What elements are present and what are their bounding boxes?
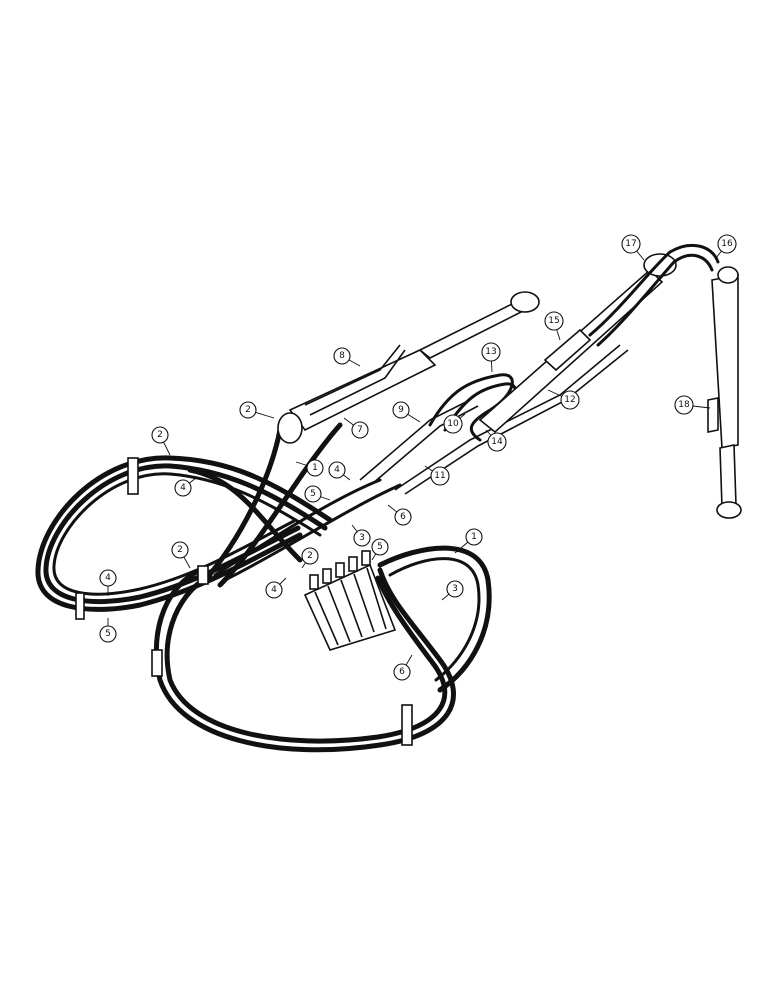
callout-label: 12 <box>564 395 575 405</box>
callout-3-center: 3 <box>353 529 371 547</box>
clamp-bottom <box>401 704 413 746</box>
callout-label: 13 <box>485 347 496 357</box>
callout-label: 2 <box>245 405 251 415</box>
callout-label: 4 <box>334 465 340 475</box>
callout-4-upper-left: 4 <box>174 479 192 497</box>
callout-label: 15 <box>548 316 559 326</box>
callout-label: 1 <box>312 463 318 473</box>
callout-2-upper-left: 2 <box>151 426 169 444</box>
callout-15: 15 <box>544 311 564 331</box>
callout-9: 9 <box>392 401 410 419</box>
callout-label: 10 <box>447 419 459 429</box>
callout-5-left: 5 <box>99 625 117 643</box>
callout-6-bottom: 6 <box>393 663 411 681</box>
callout-5-valve: 5 <box>371 538 389 556</box>
right-cylinder <box>707 266 742 519</box>
callout-label: 5 <box>105 629 111 639</box>
clamp-upper-left <box>127 457 139 495</box>
callout-11: 11 <box>430 466 450 486</box>
boom-tubes <box>359 344 629 495</box>
boom-arm <box>478 243 720 434</box>
callout-label: 11 <box>434 471 445 481</box>
callout-16: 16 <box>717 234 737 254</box>
clamp-bottom-left <box>151 649 163 677</box>
callout-5-boom: 5 <box>304 485 322 503</box>
callout-label: 4 <box>180 483 186 493</box>
callout-7: 7 <box>351 421 369 439</box>
callout-label: 4 <box>271 585 277 595</box>
callout-label: 18 <box>678 400 690 410</box>
callout-2-boom: 2 <box>239 401 257 419</box>
callout-17: 17 <box>621 234 641 254</box>
callout-label: 17 <box>625 239 636 249</box>
callout-label: 14 <box>491 437 503 447</box>
callout-10: 10 <box>443 414 463 434</box>
callout-4-boom: 4 <box>328 461 346 479</box>
callout-label: 1 <box>471 532 477 542</box>
callout-18: 18 <box>674 395 694 415</box>
clamp-left <box>75 592 85 620</box>
callout-label: 2 <box>177 545 183 555</box>
callout-1-right: 1 <box>465 528 483 546</box>
callout-label: 6 <box>399 667 405 677</box>
callout-8: 8 <box>333 347 351 365</box>
callout-label: 4 <box>105 573 111 583</box>
callout-label: 3 <box>452 584 458 594</box>
callout-1-upper: 1 <box>306 459 324 477</box>
callout-label: 8 <box>339 351 345 361</box>
callout-14: 14 <box>487 432 507 452</box>
callout-label: 7 <box>357 425 363 435</box>
hose-clamps <box>75 457 413 746</box>
clamp-center <box>197 565 209 585</box>
callout-13: 13 <box>481 342 501 362</box>
callout-4-valve: 4 <box>265 581 283 599</box>
callout-label: 5 <box>310 489 316 499</box>
callout-label: 5 <box>377 542 383 552</box>
callout-label: 6 <box>400 512 406 522</box>
callout-label: 2 <box>307 551 313 561</box>
callout-label: 9 <box>398 405 404 415</box>
control-valve <box>303 550 397 651</box>
boom-hose-run <box>187 422 402 588</box>
callout-4-left: 4 <box>99 569 117 587</box>
callout-6-boom: 6 <box>394 508 412 526</box>
callout-2-center: 2 <box>171 541 189 559</box>
callout-label: 16 <box>721 239 733 249</box>
callout-12: 12 <box>560 390 580 410</box>
callout-3-right: 3 <box>446 580 464 598</box>
callout-2-valve: 2 <box>301 547 319 565</box>
callout-label: 3 <box>359 533 365 543</box>
callout-label: 2 <box>157 430 163 440</box>
boom-cylinder <box>277 291 540 444</box>
